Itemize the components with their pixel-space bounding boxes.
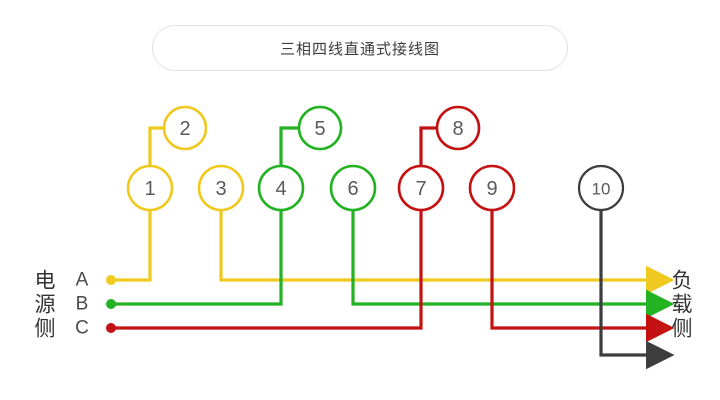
terminal-8[interactable]: 8 bbox=[435, 105, 481, 151]
wire-source-a-to-terminal-1 bbox=[111, 210, 152, 282]
wire-terminal-9-to-load-c bbox=[490, 210, 675, 343]
wire-terminal-6-to-load-b bbox=[351, 210, 675, 319]
terminal-3[interactable]: 3 bbox=[197, 164, 245, 212]
terminal-2-label: 2 bbox=[179, 118, 190, 140]
terminal-5-label: 5 bbox=[314, 118, 325, 140]
terminal-1[interactable]: 1 bbox=[126, 164, 174, 212]
load-label-char-1: 载 bbox=[672, 294, 693, 317]
terminal-5[interactable]: 5 bbox=[297, 105, 343, 151]
phase-a-wire-group bbox=[106, 126, 675, 295]
phase-label-c: C bbox=[75, 318, 89, 339]
jumper-7-8 bbox=[419, 126, 437, 166]
load-label-char-2: 侧 bbox=[672, 318, 693, 341]
diagram-title-pill: 三相四线直通式接线图 bbox=[152, 25, 568, 71]
source-label-char-2: 侧 bbox=[35, 318, 56, 341]
wire-terminal-3-to-load-a bbox=[219, 210, 675, 295]
source-label-char-0: 电 bbox=[35, 270, 56, 293]
terminal-4[interactable]: 4 bbox=[257, 164, 305, 212]
wire-source-b-to-terminal-4 bbox=[111, 210, 283, 306]
source-label-char-1: 源 bbox=[35, 294, 56, 317]
source-side-label: 电 源 侧 bbox=[35, 270, 56, 341]
wire-source-c-to-terminal-7 bbox=[111, 210, 423, 330]
neutral-wire-group bbox=[599, 210, 675, 370]
terminal-group: 1 2 3 4 5 6 7 bbox=[126, 105, 625, 212]
terminal-3-label: 3 bbox=[215, 178, 226, 200]
terminal-10-label: 10 bbox=[592, 180, 611, 199]
load-label-char-0: 负 bbox=[672, 270, 693, 293]
jumper-4-5 bbox=[279, 126, 299, 166]
wire-terminal-10-to-load-n bbox=[599, 210, 675, 370]
terminal-7-label: 7 bbox=[415, 178, 426, 200]
page-title: 三相四线直通式接线图 bbox=[279, 40, 440, 58]
terminal-1-label: 1 bbox=[144, 178, 155, 200]
terminal-10[interactable]: 10 bbox=[577, 164, 625, 212]
terminal-4-label: 4 bbox=[275, 178, 286, 200]
terminal-8-label: 8 bbox=[452, 118, 463, 140]
terminal-2[interactable]: 2 bbox=[162, 105, 208, 151]
phase-label-a: A bbox=[76, 270, 89, 291]
terminal-7[interactable]: 7 bbox=[397, 164, 445, 212]
terminal-6[interactable]: 6 bbox=[329, 164, 377, 212]
phase-c-wire-group bbox=[106, 126, 675, 343]
terminal-6-label: 6 bbox=[347, 178, 358, 200]
load-side-label: 负 载 侧 bbox=[672, 270, 693, 341]
phase-b-wire-group bbox=[106, 126, 675, 319]
phase-label-b: B bbox=[76, 294, 89, 315]
terminal-9-label: 9 bbox=[486, 178, 497, 200]
jumper-1-2 bbox=[148, 126, 164, 166]
terminal-9[interactable]: 9 bbox=[468, 164, 516, 212]
phase-labels-source: A B C bbox=[75, 270, 89, 339]
